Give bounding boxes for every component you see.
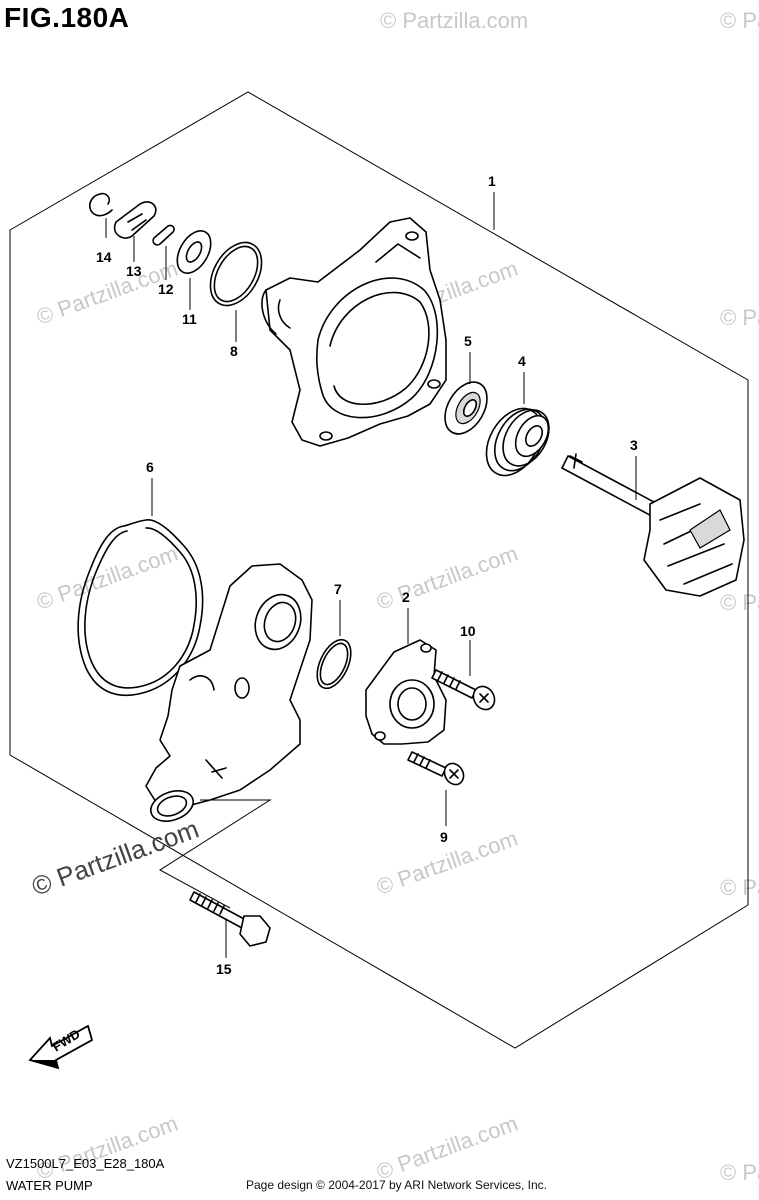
drive-dog-part[interactable] bbox=[113, 201, 157, 239]
callout-14: 14 bbox=[96, 249, 112, 265]
callout-5: 5 bbox=[464, 333, 472, 349]
gasket-part[interactable] bbox=[77, 519, 204, 696]
e-clip-part[interactable] bbox=[88, 192, 113, 217]
watermark: © Partzilla.com bbox=[720, 8, 759, 33]
watermark-layer: © Partzilla.com © Partzilla.com © Partzi… bbox=[33, 8, 759, 1185]
pump-cover-part[interactable] bbox=[145, 563, 313, 827]
callout-13: 13 bbox=[126, 263, 142, 279]
bolt-10-part[interactable] bbox=[431, 669, 499, 713]
callout-12: 12 bbox=[158, 281, 174, 297]
watermark: © Partzilla.com bbox=[720, 875, 759, 900]
diagram-code: VZ1500L7_E03_E28_180A bbox=[6, 1156, 165, 1171]
impeller-shaft-part[interactable] bbox=[561, 453, 745, 597]
figure-title: FIG.180A bbox=[4, 2, 130, 33]
thermostat-housing-part[interactable] bbox=[365, 639, 447, 745]
watermark: © Partzilla.com bbox=[380, 8, 528, 33]
watermark: © Partzilla.com bbox=[33, 541, 181, 615]
washer-part[interactable] bbox=[170, 225, 217, 279]
forward-direction-arrow: FWD bbox=[28, 1024, 94, 1070]
callout-labels: 1 2 3 4 5 6 7 8 9 10 11 12 13 14 15 bbox=[96, 173, 638, 977]
bolt-15-part[interactable] bbox=[189, 891, 271, 947]
page-footer: Page design © 2004-2017 by ARI Network S… bbox=[246, 1178, 548, 1192]
callout-6: 6 bbox=[146, 459, 154, 475]
callout-7: 7 bbox=[334, 581, 342, 597]
o-ring-small-part[interactable] bbox=[310, 635, 357, 694]
callout-4: 4 bbox=[518, 353, 526, 369]
watermark: © Partzilla.com bbox=[373, 1111, 521, 1185]
mechanical-seal-part[interactable] bbox=[475, 399, 558, 485]
pump-body-part[interactable] bbox=[261, 217, 447, 447]
watermark: © Partzilla.com bbox=[720, 590, 759, 615]
callout-1: 1 bbox=[488, 173, 496, 189]
callout-11: 11 bbox=[182, 311, 197, 327]
fwd-arrow-icon bbox=[28, 1024, 94, 1070]
callout-3: 3 bbox=[630, 437, 638, 453]
callout-9: 9 bbox=[440, 829, 448, 845]
watermark-large: © Partzilla.com bbox=[28, 814, 203, 902]
watermark: © Partzilla.com bbox=[720, 1160, 759, 1185]
callout-8: 8 bbox=[230, 343, 238, 359]
assembly-outline bbox=[9, 91, 749, 1049]
oil-seal-part[interactable] bbox=[436, 375, 495, 441]
bolt-9-part[interactable] bbox=[407, 751, 467, 788]
o-ring-large-part[interactable] bbox=[200, 234, 272, 315]
callout-2: 2 bbox=[402, 589, 410, 605]
leader-lines bbox=[105, 192, 637, 958]
callout-10: 10 bbox=[460, 623, 476, 639]
callout-15: 15 bbox=[216, 961, 232, 977]
watermark: © Partzilla.com bbox=[33, 1111, 181, 1185]
watermark: © Partzilla.com bbox=[720, 305, 759, 330]
pin-part[interactable] bbox=[152, 224, 175, 246]
section-title: WATER PUMP bbox=[6, 1178, 93, 1193]
watermark: © Partzilla.com bbox=[373, 541, 521, 615]
